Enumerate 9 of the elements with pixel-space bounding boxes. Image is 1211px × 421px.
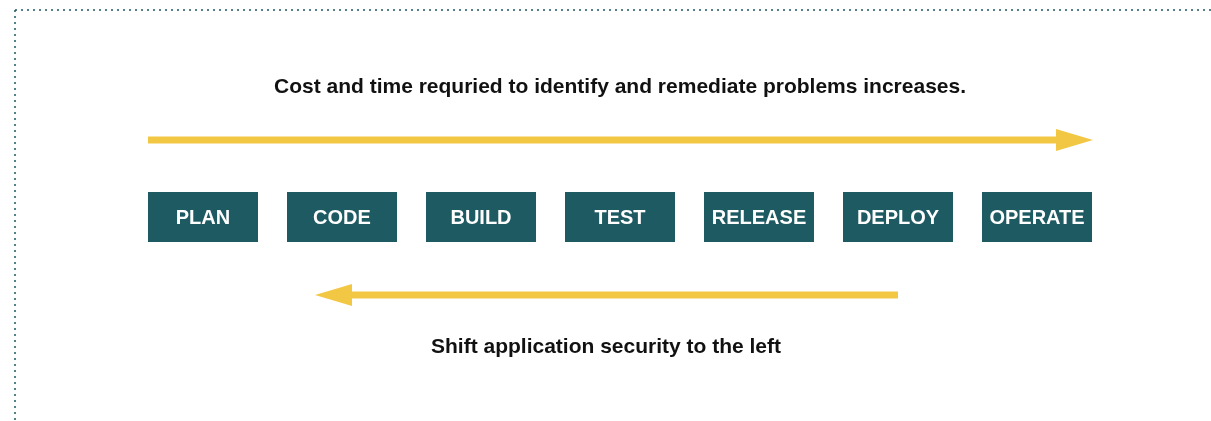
caption-text: Shift application security to the left xyxy=(431,334,781,358)
caption-text: Cost and time requried to identify and remediate problems increases. xyxy=(274,74,966,98)
stage-box: BUILD xyxy=(426,192,536,242)
stage-box: TEST xyxy=(565,192,675,242)
stage-box: DEPLOY xyxy=(843,192,953,242)
stage-box: RELEASE xyxy=(704,192,814,242)
stage-box: CODE xyxy=(287,192,397,242)
stage-box: OPERATE xyxy=(982,192,1092,242)
stage-box: PLAN xyxy=(148,192,258,242)
